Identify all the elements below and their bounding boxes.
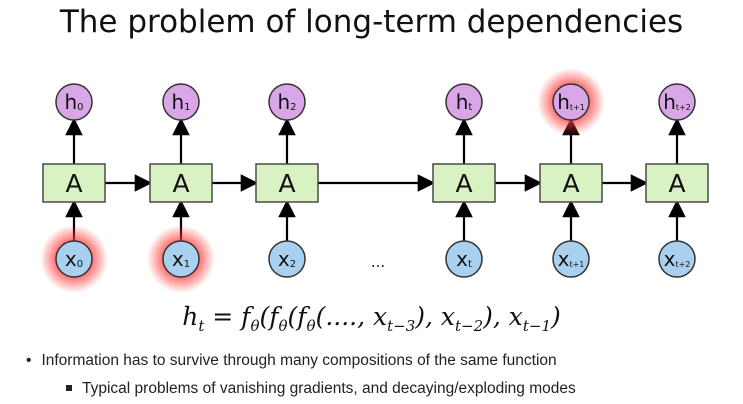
bullet-text-level1: Information has to survive through many … (41, 352, 557, 369)
rnn-cell-label: A (65, 169, 82, 198)
rnn-cell-box (645, 163, 709, 203)
formula-sub-c: t−1 (522, 317, 552, 335)
rnn-cell-label: A (278, 169, 295, 198)
rnn-cell-box (539, 163, 603, 203)
rnn-cell-box (149, 163, 213, 203)
input-node (268, 240, 306, 278)
input-label: xt+2 (664, 247, 691, 271)
hidden-state-node (268, 83, 306, 121)
input-node (55, 240, 93, 278)
bullet-dot-icon: • (26, 352, 32, 369)
formula-theta-3: θ (306, 317, 316, 335)
input-node (162, 240, 200, 278)
hidden-state-label: h2 (277, 90, 296, 114)
formula-part5: ), x (483, 302, 523, 331)
rnn-cell-label: A (562, 169, 579, 198)
formula-part6: ) (551, 302, 561, 331)
input-label: xt (456, 247, 472, 271)
formula-lhs-sub: t (198, 317, 205, 335)
formula-sub-a: t−3 (387, 317, 416, 335)
recurrence-formula: ht = fθ(fθ(fθ(...., xt−3), xt−2), xt−1) (0, 302, 743, 335)
formula-part1: (f (259, 302, 279, 331)
rnn-cell-label: A (455, 169, 472, 198)
formula-part2: (f (287, 302, 307, 331)
input-label: x0 (65, 247, 83, 271)
input-label: x1 (172, 247, 190, 271)
hidden-state-node (162, 83, 200, 121)
input-label: x2 (278, 247, 296, 271)
hidden-state-node (658, 83, 696, 121)
formula-part4: ), x (415, 302, 455, 331)
formula-theta-1: θ (250, 317, 260, 335)
formula-part3: (...., x (315, 302, 388, 331)
input-node (658, 240, 696, 278)
formula-theta-2: θ (278, 317, 288, 335)
hidden-state-label: h0 (64, 90, 83, 114)
input-label: xt+1 (558, 247, 585, 271)
formula-sub-b: t−2 (455, 317, 484, 335)
rnn-unrolled-diagram: Ah0 x0 Ah1 x1 Ah2 x2 Aht xt Aht+1 xt+1 Aht+2 xt+2..… (40, 68, 709, 293)
hidden-state-label: h1 (171, 90, 190, 114)
rnn-cell-box (255, 163, 319, 203)
bullet-text-level2: Typical problems of vanishing gradients,… (82, 380, 576, 397)
rnn-cell-label: A (172, 169, 189, 198)
rnn-cell-label: A (668, 169, 685, 198)
bullet-item-level1: • Information has to survive through many… (26, 352, 557, 370)
slide-title: The problem of long-term dependencies (59, 4, 684, 40)
input-node (552, 240, 590, 278)
bullet-square-icon (66, 384, 72, 391)
hidden-state-node (445, 83, 483, 121)
rnn-cell-box (432, 163, 496, 203)
hidden-state-label: ht+2 (663, 90, 691, 114)
hidden-state-label: ht+1 (557, 90, 585, 114)
input-node (445, 240, 483, 278)
ellipsis-label: ... (371, 253, 385, 271)
formula-eq-f: = f (204, 302, 251, 331)
formula-lhs: h (182, 302, 199, 331)
hidden-state-node (55, 83, 93, 121)
rnn-cell-box (42, 163, 106, 203)
hidden-state-label: ht (456, 90, 473, 114)
hidden-state-node (552, 83, 590, 121)
bullet-item-level2: Typical problems of vanishing gradients,… (66, 380, 576, 398)
